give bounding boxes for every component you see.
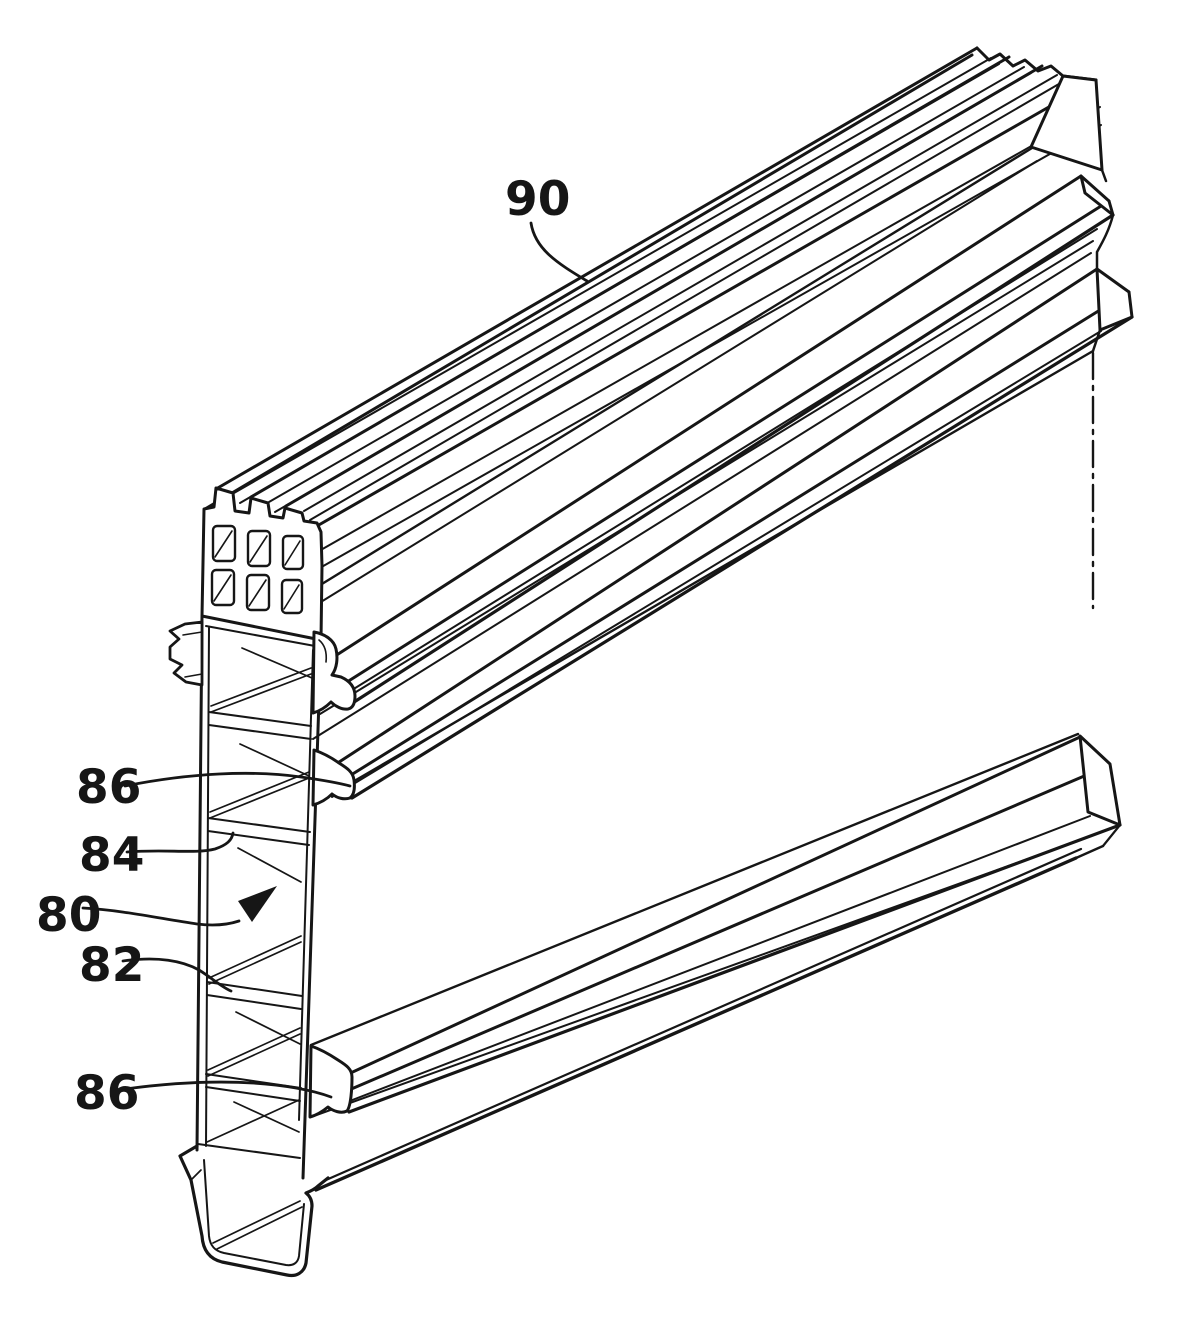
leader-86-lower <box>123 1080 333 1099</box>
ref-label-84: 84 <box>79 828 144 883</box>
box-top-inner <box>205 625 316 647</box>
leader-90 <box>529 221 589 283</box>
ref-label-86-upper: 86 <box>76 760 141 815</box>
top-rail-lines <box>203 46 1102 606</box>
bottom-edge-lines <box>314 847 1083 1192</box>
middle-ledge-lines <box>311 267 1134 807</box>
bottom-trough <box>178 1144 330 1278</box>
side-flange <box>168 620 204 687</box>
right-end-cut <box>975 46 1134 860</box>
lower-ledge-lines <box>309 732 1122 1118</box>
internal-ribs <box>197 711 312 1159</box>
arrow-80 <box>238 886 277 922</box>
leader-lines <box>81 221 589 1099</box>
right-rib-teeth <box>975 46 1098 82</box>
cell-openings <box>210 524 305 615</box>
leader-80 <box>81 906 241 927</box>
leader-86-upper <box>123 771 352 788</box>
lower-ledge-end-face <box>1078 734 1122 827</box>
middle-hook-cut-face <box>311 748 356 807</box>
box-left-wall-inner <box>205 627 210 1147</box>
ref-label-86-lower: 86 <box>74 1066 139 1121</box>
lower-hook-cut-face <box>308 1044 354 1119</box>
reference-numerals: 90 86 84 80 82 86 <box>36 172 570 1121</box>
upper-hook-cut-face <box>311 630 357 715</box>
upper-ledge-lines <box>312 174 1115 740</box>
box-left-wall-outer <box>195 614 204 1152</box>
leader-84 <box>125 831 235 854</box>
leader-82 <box>121 957 233 993</box>
chamber-depth-lines <box>206 647 313 1143</box>
box-front-wall-inner <box>298 649 314 1121</box>
right-end-face <box>1029 74 1104 172</box>
ref-label-90: 90 <box>505 172 570 227</box>
ref-label-80: 80 <box>36 888 101 943</box>
middle-ledge-end-face <box>1095 267 1134 332</box>
cross-section <box>168 486 357 1278</box>
box-front-wall-outer <box>301 638 323 1180</box>
ref-label-82: 82 <box>79 938 144 993</box>
